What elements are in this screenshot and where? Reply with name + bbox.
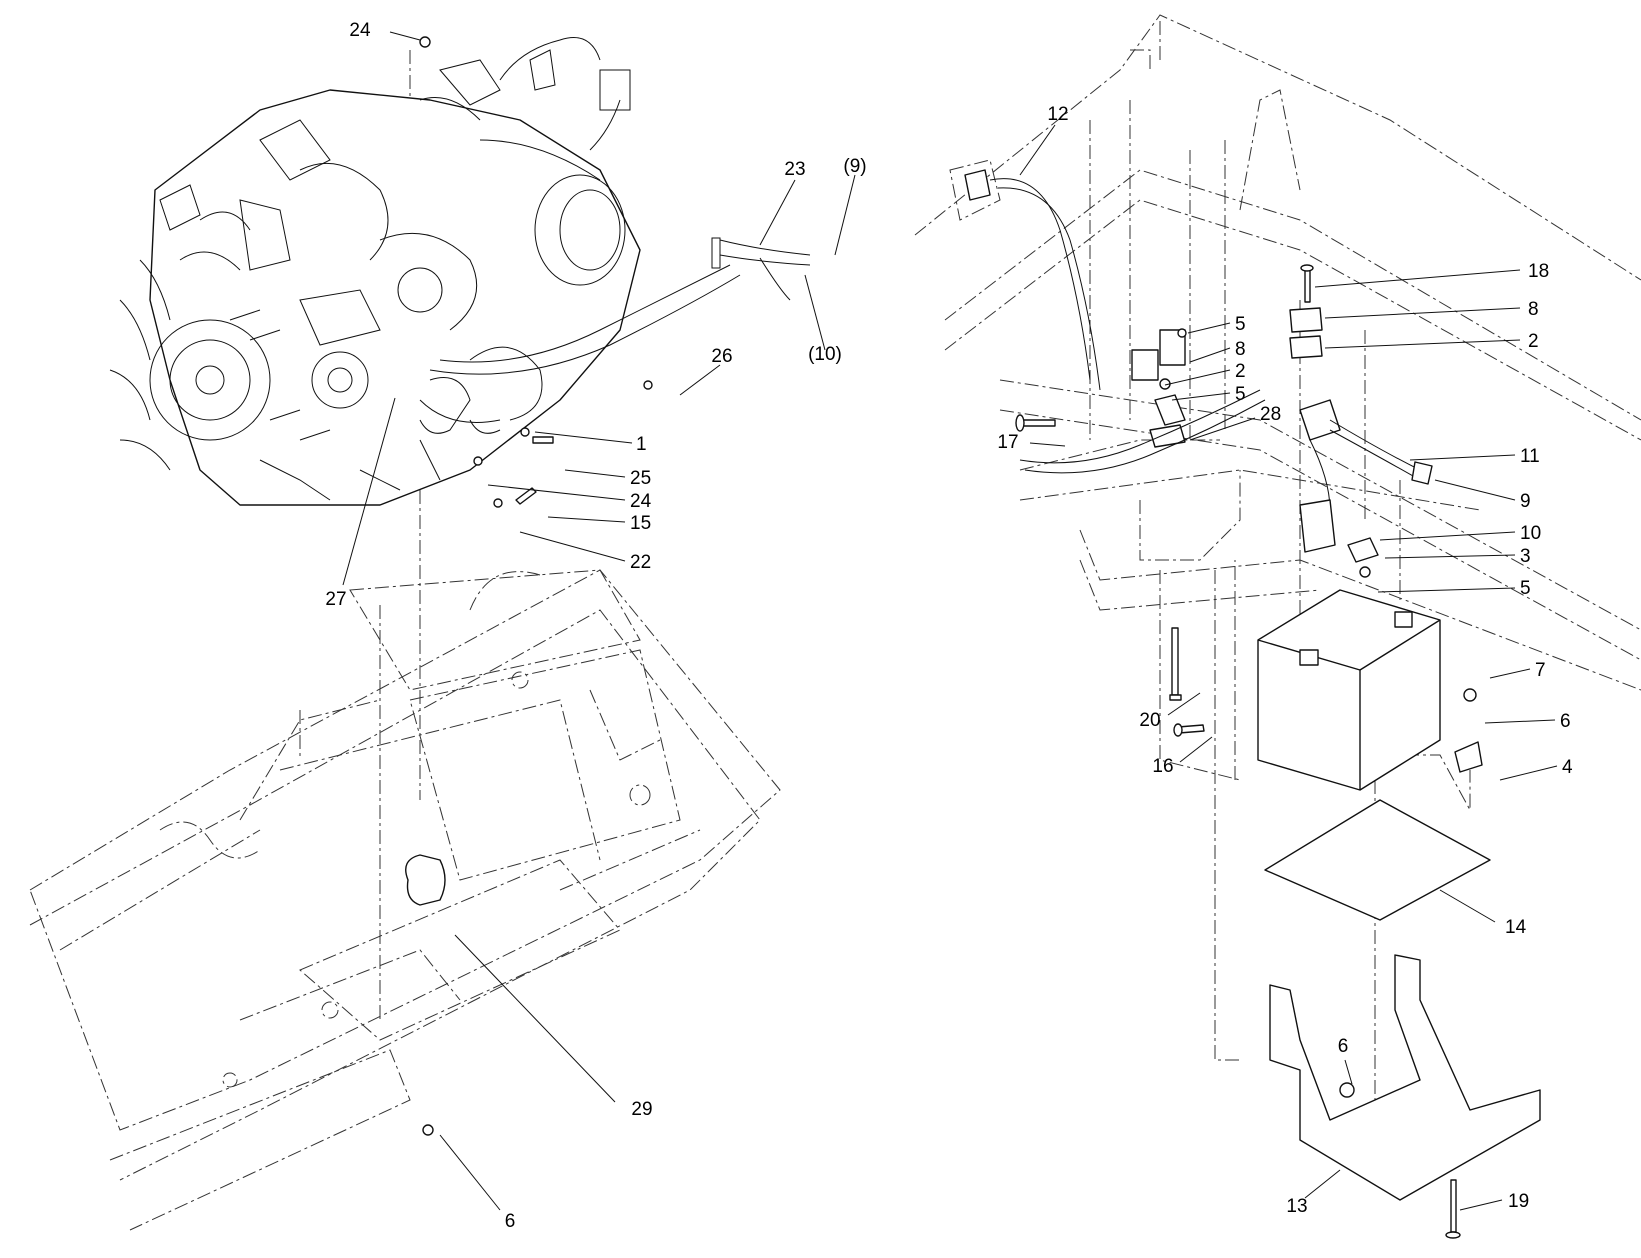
callout-6-right: 6	[1560, 711, 1571, 732]
callout-22: 22	[630, 552, 651, 573]
callout-28: 28	[1260, 404, 1281, 425]
callout-26: 26	[711, 346, 732, 367]
frame-left-phantom	[29, 50, 781, 1231]
frame-right-phantom	[914, 14, 1641, 1150]
callout-20: 20	[1139, 710, 1160, 731]
callout-7: 7	[1535, 660, 1546, 681]
callout-6-left: 6	[505, 1211, 516, 1232]
callout-2-right: 2	[1528, 331, 1539, 352]
callout-9: 9	[1520, 491, 1531, 512]
callout-labels: 24 23 (9) (10) 26 1 25 24 15 22 27 29 6 …	[325, 20, 1573, 1232]
callout-24b: 24	[630, 491, 652, 512]
callout-5-a: 5	[1235, 314, 1246, 335]
callout-15: 15	[630, 513, 651, 534]
callout-27: 27	[325, 589, 346, 610]
leader-lines	[342, 31, 1558, 1211]
callout-16: 16	[1152, 756, 1173, 777]
callout-17: 17	[997, 432, 1018, 453]
left-hardware	[405, 36, 653, 1136]
callout-29: 29	[631, 1099, 652, 1120]
callout-5-c: 5	[1520, 578, 1531, 599]
callout-23: 23	[784, 159, 805, 180]
callout-8-left: 8	[1235, 339, 1246, 360]
callout-13: 13	[1286, 1196, 1307, 1217]
callout-14: 14	[1505, 917, 1527, 938]
callout-11: 11	[1520, 446, 1540, 467]
callout-9-ref: (9)	[843, 156, 866, 177]
callout-5-b: 5	[1235, 384, 1246, 405]
callout-1: 1	[636, 434, 647, 455]
callout-19: 19	[1508, 1191, 1529, 1212]
callout-18: 18	[1528, 261, 1549, 282]
callout-12: 12	[1047, 104, 1068, 125]
callout-6-tray: 6	[1338, 1036, 1349, 1057]
callout-10-ref: (10)	[808, 344, 842, 365]
callout-24: 24	[349, 20, 371, 41]
callout-8-right: 8	[1528, 299, 1539, 320]
callout-3: 3	[1520, 546, 1531, 567]
callout-4: 4	[1562, 757, 1573, 778]
callout-2-left: 2	[1235, 361, 1246, 382]
engine-assembly	[109, 37, 811, 506]
callout-10: 10	[1520, 523, 1541, 544]
callout-25: 25	[630, 468, 651, 489]
right-parts	[964, 169, 1541, 1239]
